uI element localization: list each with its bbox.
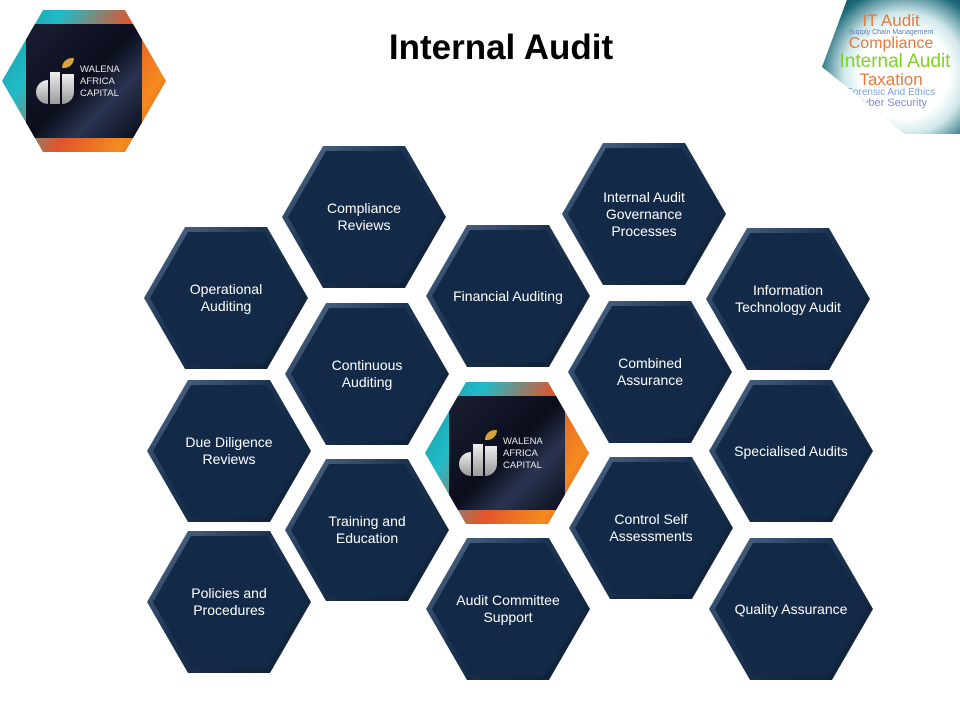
hex-operational-auditing[interactable]: Operational Auditing (144, 227, 308, 369)
slide-title: Internal Audit (388, 28, 614, 67)
hex-quality-assurance[interactable]: Quality Assurance (709, 538, 873, 680)
hex-specialised-audits[interactable]: Specialised Audits (709, 380, 873, 522)
word-cloud-image: IT Audit Supply Chain Management Complia… (822, 0, 960, 134)
hex-policies-procedures[interactable]: Policies and Procedures (147, 531, 311, 673)
walena-logo-top-left: WALENA AFRICA CAPITAL (2, 10, 166, 152)
hex-control-self-assessments[interactable]: Control Self Assessments (569, 457, 733, 599)
brand-text: WALENA AFRICA CAPITAL (503, 436, 543, 471)
hex-governance-processes[interactable]: Internal Audit Governance Processes (562, 143, 726, 285)
hex-financial-auditing[interactable]: Financial Auditing (426, 225, 590, 367)
hex-compliance-reviews[interactable]: Compliance Reviews (282, 146, 446, 288)
walena-mark-icon (36, 58, 74, 104)
brand-text: WALENA AFRICA CAPITAL (80, 64, 120, 99)
hex-training-education[interactable]: Training and Education (285, 459, 449, 601)
hex-audit-committee-support[interactable]: Audit Committee Support (426, 538, 590, 680)
hex-it-audit[interactable]: Information Technology Audit (706, 228, 870, 370)
hex-continuous-auditing[interactable]: Continuous Auditing (285, 303, 449, 445)
walena-mark-icon (459, 430, 497, 476)
walena-logo-center: WALENA AFRICA CAPITAL (425, 382, 589, 524)
hex-combined-assurance[interactable]: Combined Assurance (568, 301, 732, 443)
hex-due-diligence[interactable]: Due Diligence Reviews (147, 380, 311, 522)
